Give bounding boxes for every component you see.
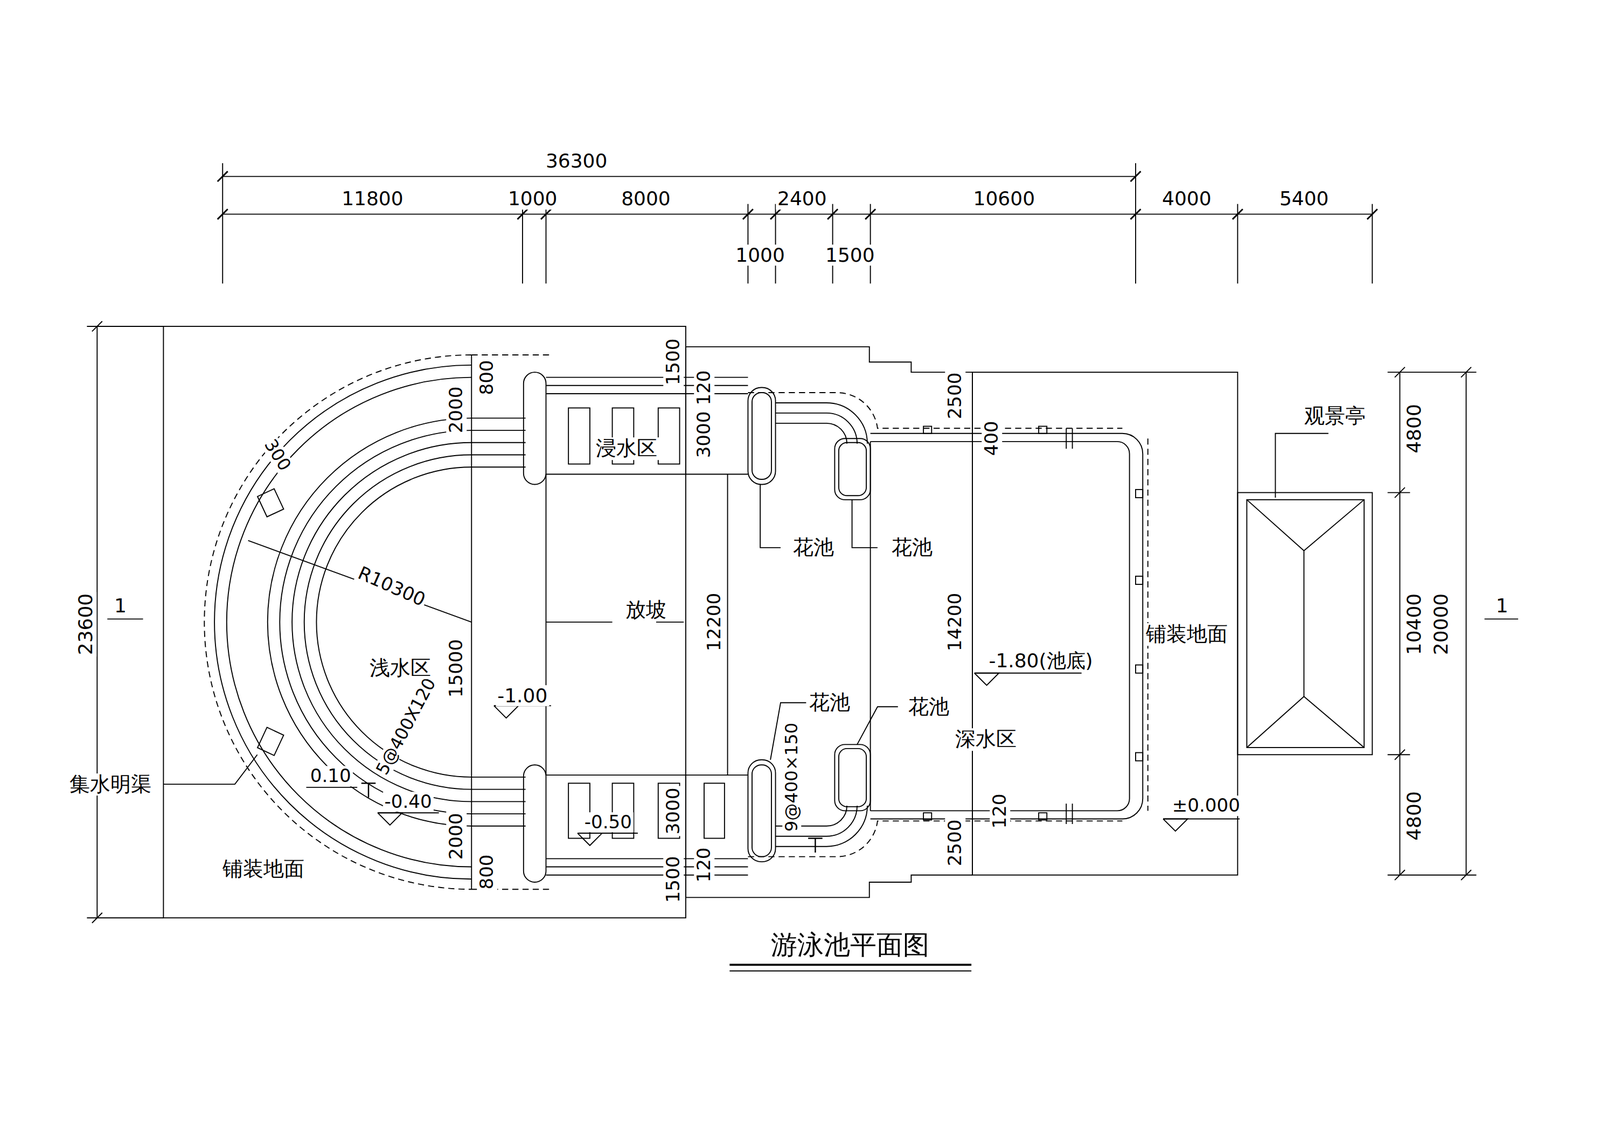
dimension-text: -1.00 — [495, 685, 549, 707]
dimension-text: 2500 — [944, 817, 966, 868]
dimension-text: 800 — [476, 853, 498, 892]
area-label: 铺装地面 — [1144, 623, 1230, 646]
dimension-text: 1000 — [733, 244, 787, 267]
dimension-text: 11800 — [339, 188, 405, 211]
area-label: 花池 — [906, 696, 951, 719]
dimension-text: 5@400X120 — [371, 673, 441, 779]
dimension-text: 14200 — [944, 591, 966, 653]
dimension-text: 36300 — [544, 150, 609, 172]
area-label: 浸水区 — [594, 437, 659, 461]
dimension-text: 120 — [990, 791, 1011, 831]
dimension-text: 300 — [259, 434, 296, 476]
dimension-text: 2400 — [775, 188, 829, 211]
dimension-text: 8000 — [619, 188, 673, 211]
dimension-text: ±0.000 — [1170, 796, 1242, 817]
dimension-text: 0.10 — [308, 766, 353, 788]
dimension-text: 400 — [981, 419, 1003, 458]
dimension-text: 1500 — [663, 337, 684, 388]
area-label: 花池 — [791, 536, 836, 560]
dimension-text: R10300 — [353, 562, 430, 611]
area-label: 铺装地面 — [220, 858, 306, 881]
drawing-title: 游泳池平面图 — [769, 930, 931, 960]
dimension-text: 1 — [112, 595, 129, 617]
dimension-text: 5400 — [1277, 188, 1331, 211]
dimension-text: 4800 — [1403, 402, 1425, 456]
area-label: 集水明渠 — [67, 773, 153, 797]
dimension-text: 10400 — [1403, 592, 1425, 657]
dimension-text: 4000 — [1160, 188, 1214, 211]
dimension-text: 15000 — [446, 637, 467, 699]
dimension-text: 4800 — [1403, 790, 1425, 844]
dimension-text: 1 — [1494, 595, 1511, 617]
area-label: 观景亭 — [1302, 405, 1368, 428]
dimension-text: -0.40 — [383, 791, 434, 813]
dimension-text: 1500 — [823, 244, 877, 267]
dimension-text: 9@400×150 — [782, 721, 802, 834]
dimension-text: 3000 — [693, 409, 715, 461]
dimension-text: 120 — [693, 368, 715, 407]
dimension-text: -0.50 — [582, 812, 634, 833]
dimension-text: 1000 — [506, 188, 560, 211]
area-label: 花池 — [807, 691, 852, 715]
dimension-text: 2500 — [944, 371, 966, 422]
dimension-text: 23600 — [74, 592, 97, 657]
dimension-text: 12200 — [704, 591, 725, 653]
dimension-text: 120 — [693, 846, 715, 885]
dimension-text: 2000 — [446, 385, 467, 436]
dimension-text: 2000 — [446, 811, 467, 862]
area-label: -1.80(池底) — [986, 650, 1095, 673]
dimension-text: 800 — [476, 358, 498, 397]
area-label: 花池 — [889, 536, 935, 560]
dimension-text: 20000 — [1430, 592, 1452, 657]
dimension-text: 10600 — [971, 188, 1037, 211]
dimension-text: 3000 — [663, 785, 684, 837]
area-label: 深水区 — [953, 728, 1019, 751]
area-label: 浅水区 — [367, 657, 433, 680]
dimension-text: 1500 — [663, 854, 684, 905]
area-label: 放坡 — [623, 599, 669, 622]
